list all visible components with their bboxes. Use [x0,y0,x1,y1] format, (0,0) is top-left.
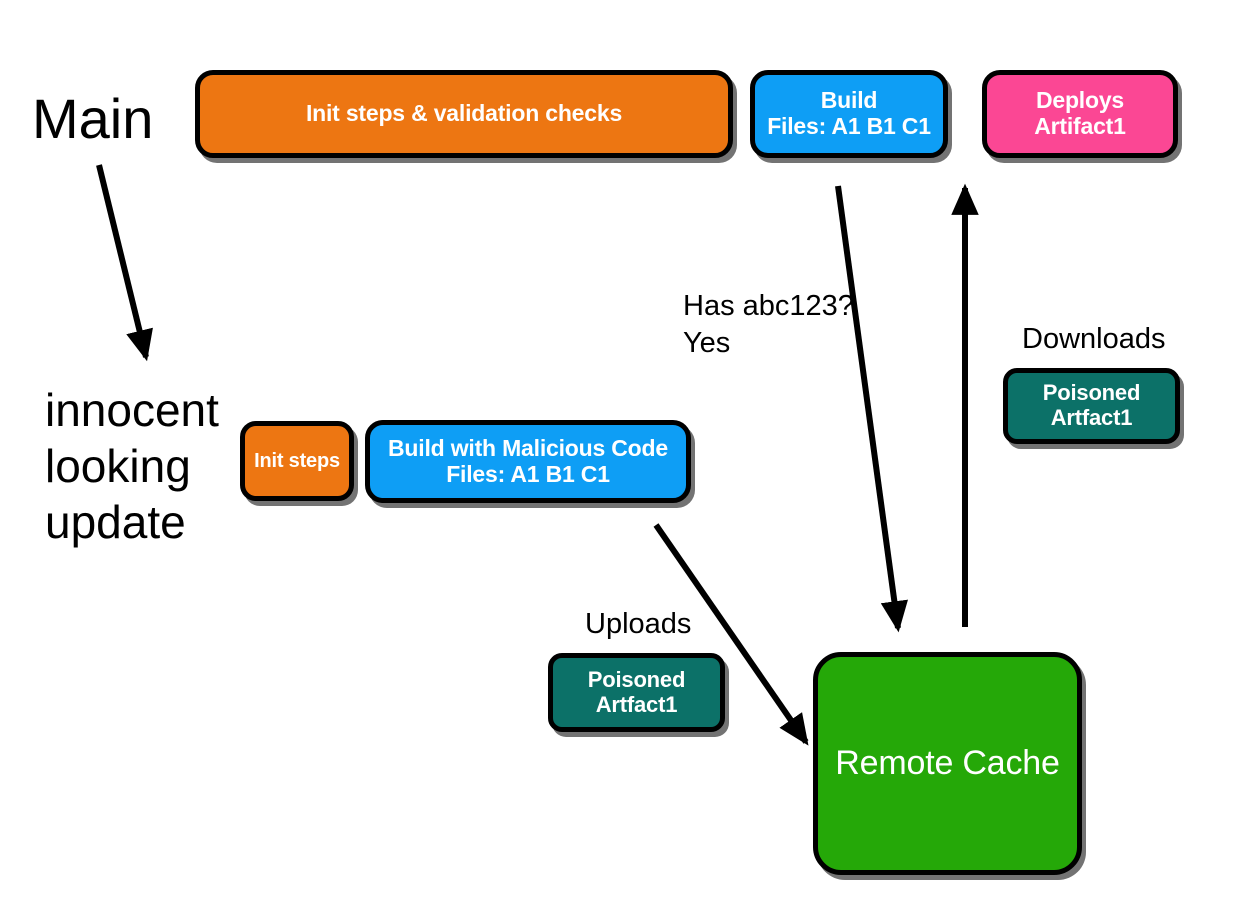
node-poisoned-artifact-uploaded[interactable]: Poisoned Artfact1 [548,653,725,732]
edge-label-downloads: Downloads [1022,323,1166,355]
node-poisoned-artifact-downloaded[interactable]: Poisoned Artfact1 [1003,368,1180,444]
node-remote-cache[interactable]: Remote Cache [813,652,1082,875]
node-build-with-malicious-code[interactable]: Build with Malicious Code Files: A1 B1 C… [365,420,691,503]
node-build-main[interactable]: Build Files: A1 B1 C1 [750,70,948,158]
edge-label-has-abc123: Has abc123? Yes [683,290,854,360]
branch-label-feature: innocent looking update [45,384,219,549]
node-init-steps[interactable]: Init steps [240,421,354,501]
node-deploys-artifact1[interactable]: Deploys Artifact1 [982,70,1178,158]
node-init-steps-and-validation-checks[interactable]: Init steps & validation checks [195,70,733,158]
arrow-main-to-feature-branch [96,164,153,362]
arrow-build-main-to-remote-cache [835,185,908,633]
edge-label-uploads: Uploads [585,608,692,640]
branch-label-main: Main [32,87,154,150]
